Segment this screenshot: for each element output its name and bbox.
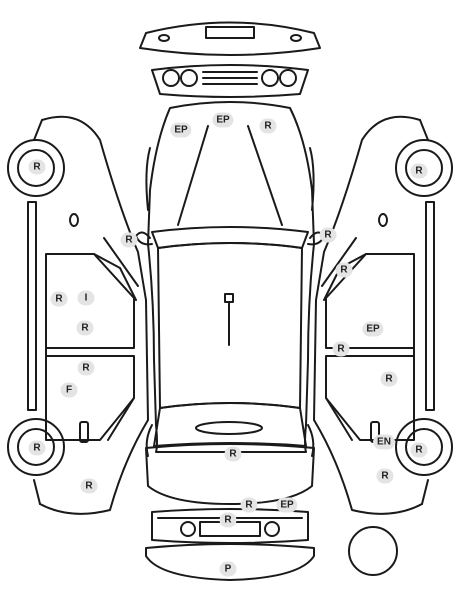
damage-marker-trunk-r: R	[224, 446, 242, 462]
damage-marker-right-front-door-ep: EP	[362, 321, 384, 337]
right-side-view	[313, 115, 453, 515]
damage-marker-left-front-door-i: I	[77, 290, 95, 306]
damage-marker-right-rear-quarter-r: R	[376, 468, 394, 484]
damage-marker-right-pillar-r: R	[335, 262, 353, 278]
damage-marker-right-rear-en: EN	[373, 434, 395, 450]
damage-marker-left-mirror-r: R	[120, 232, 138, 248]
damage-marker-left-rear-wheel-r: R	[28, 440, 46, 456]
damage-marker-left-front-door-r2: R	[76, 320, 94, 336]
left-side-view	[7, 115, 149, 515]
damage-marker-rear-lower-r: R	[219, 512, 237, 528]
damage-marker-rear-bumper-ep: EP	[276, 497, 298, 513]
damage-marker-right-door-r: R	[332, 341, 350, 357]
rear-apron	[145, 543, 315, 581]
damage-marker-left-front-door-r: R	[50, 291, 68, 307]
damage-marker-left-rear-quarter-r: R	[80, 478, 98, 494]
front-bumper-strip	[139, 21, 321, 56]
damage-marker-rear-apron-p: P	[219, 561, 237, 577]
damage-marker-right-rear-door-r: R	[380, 371, 398, 387]
car-body-top-view	[135, 101, 325, 457]
damage-marker-roof-r: R	[259, 118, 277, 134]
damage-marker-left-rear-door-r: R	[77, 360, 95, 376]
damage-marker-right-rear-wheel-r: R	[410, 442, 428, 458]
damage-marker-right-front-wheel-r: R	[410, 163, 428, 179]
damage-marker-left-rear-door-f: F	[60, 382, 78, 398]
legend-circle	[348, 526, 398, 576]
damage-marker-roof-ep-center: EP	[212, 112, 234, 128]
damage-marker-right-mirror-r: R	[319, 227, 337, 243]
damage-marker-rear-bumper-r: R	[240, 497, 258, 513]
front-grille-headlights	[151, 64, 309, 98]
trunk-lid	[145, 443, 315, 505]
damage-marker-roof-ep-left: EP	[170, 122, 192, 138]
damage-marker-left-front-wheel-r: R	[28, 159, 46, 175]
